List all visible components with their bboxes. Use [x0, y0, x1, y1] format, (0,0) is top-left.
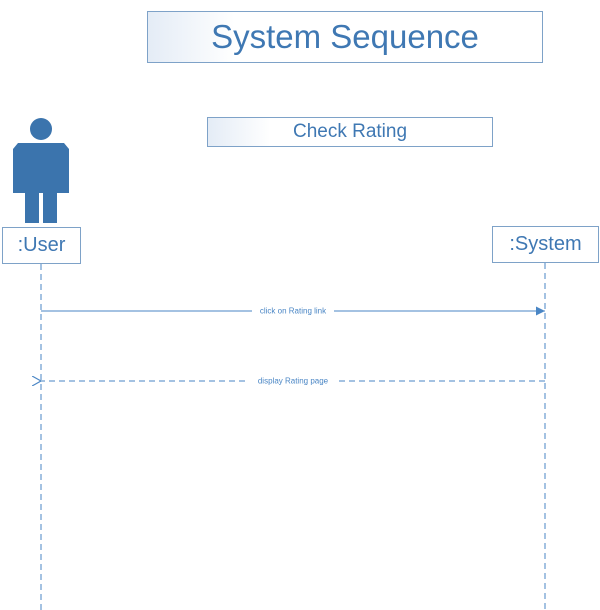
message-label-bg — [252, 305, 334, 316]
system-participant-label: :System — [509, 233, 582, 255]
interaction-frame-label: Check Rating — [207, 117, 493, 147]
message-label-display-rating: display Rating page — [258, 377, 329, 386]
user-actor-icon — [13, 118, 69, 223]
user-participant-box: :User — [2, 227, 81, 264]
message-label-bg — [249, 375, 337, 386]
diagram-title: System Sequence — [147, 11, 543, 63]
user-participant-label: :User — [17, 234, 66, 256]
diagram-title-text: System Sequence — [211, 18, 479, 55]
message-label-click-rating: click on Rating link — [260, 307, 327, 316]
system-participant-box: :System — [492, 226, 599, 263]
interaction-frame-text: Check Rating — [292, 121, 408, 142]
